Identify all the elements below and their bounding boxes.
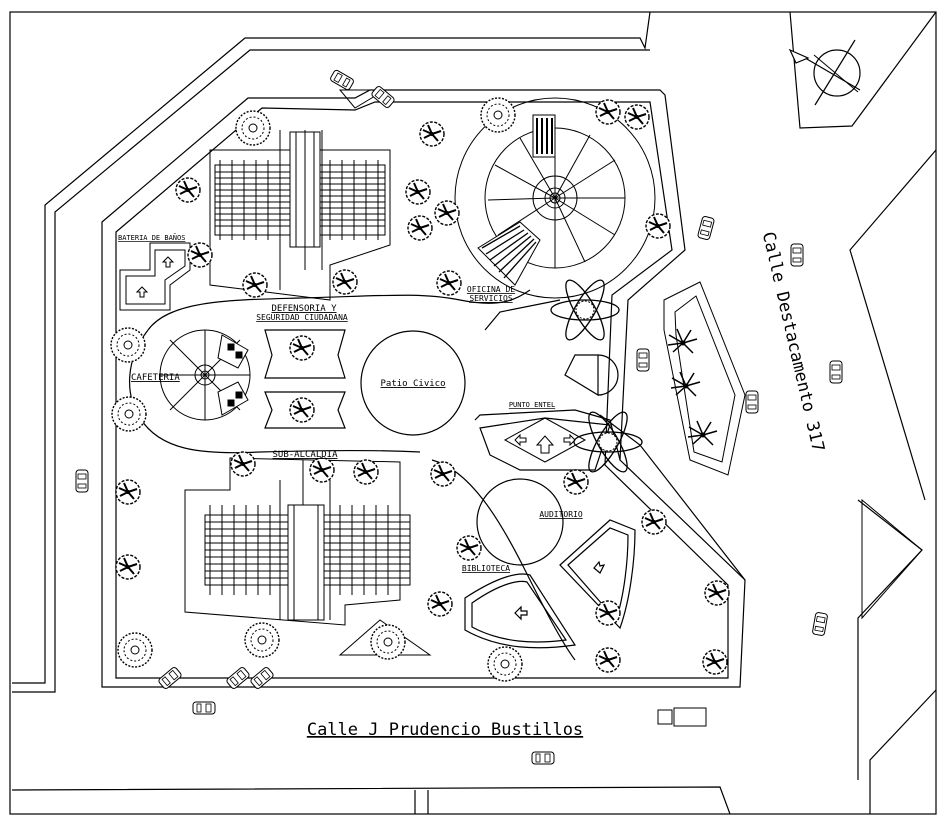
palm-icon (667, 328, 698, 354)
biblioteca-label: BIBLIOTECA (462, 564, 510, 573)
car-icon (249, 665, 275, 691)
car-icon (157, 665, 183, 691)
tree-icon (645, 213, 671, 239)
tree-icon (595, 647, 621, 673)
auditorio-label: AUDITORIO (539, 510, 583, 519)
bateria-banos-label: BATERIA DE BAÑOS (118, 233, 185, 242)
tree-icons (110, 97, 730, 682)
punto-entel (503, 417, 587, 463)
sub-alcaldia-building (184, 457, 411, 626)
tree-icon (289, 397, 315, 423)
car-icon (225, 665, 251, 691)
car-icon (328, 68, 356, 92)
defensoria-label-line2: SEGURIDAD CIUDADANA (256, 313, 348, 322)
tree-icon (405, 179, 431, 205)
tree-icon (244, 622, 280, 658)
oficina-label-line1: OFICINA DE (467, 285, 515, 294)
tree-icon (115, 479, 141, 505)
street-south-label: Calle J Prudencio Bustillos (307, 720, 583, 740)
tree-icon (110, 327, 146, 363)
car-icon (696, 215, 716, 241)
tree-icon (115, 554, 141, 580)
tree-icon (332, 269, 358, 295)
oficina-label-line2: SERVICIOS (469, 294, 513, 303)
palm-icon (670, 371, 701, 397)
defensoria-label-line1: DEFENSORIA Y (271, 304, 337, 314)
tree-icon (353, 459, 379, 485)
defensoria-building (209, 130, 391, 301)
truck-icon (657, 707, 707, 727)
tree-icon (187, 242, 213, 268)
tree-icon (595, 600, 621, 626)
sub-alcaldia-label: SUB-ALCALDIA (272, 450, 338, 460)
street-edges (11, 11, 937, 815)
north-arrow-icon (788, 39, 861, 106)
car-icon (370, 84, 396, 110)
tree-icon (289, 335, 315, 361)
car-icon (192, 701, 216, 715)
tree-icon (242, 272, 268, 298)
tree-icon (427, 591, 453, 617)
patio-civico (264, 329, 619, 436)
tree-icon (434, 200, 460, 226)
car-icon (790, 243, 804, 267)
tree-icon (480, 97, 516, 133)
tree-icon (419, 121, 445, 147)
car-icon (829, 360, 843, 384)
tree-icon (487, 646, 523, 682)
patio-civico-label: Patio Civico (380, 379, 445, 389)
tree-icon (436, 270, 462, 296)
oficina-servicios-building (454, 97, 656, 299)
car-icon (531, 751, 555, 765)
tree-icon (573, 406, 643, 478)
tree-icon (456, 535, 482, 561)
tree-icon (111, 396, 147, 432)
tree-icon (641, 509, 667, 535)
cafeteria-building (159, 329, 251, 421)
tree-icon (117, 632, 153, 668)
tree-icon (309, 457, 335, 483)
tree-icon (230, 451, 256, 477)
cafeteria-label: CAFETERIA (131, 373, 180, 383)
punto-entel-label: PUNTO ENTEL (509, 401, 555, 409)
tree-icon (407, 215, 433, 241)
auditorio-biblioteca (464, 478, 636, 649)
site-boundary (101, 89, 746, 688)
tree-icon (595, 99, 621, 125)
car-icon (811, 611, 829, 637)
tree-icon (624, 104, 650, 130)
bateria-banos-building (119, 242, 191, 311)
tree-icon (702, 649, 728, 675)
tree-icon (370, 624, 406, 660)
tree-icon (704, 580, 730, 606)
tree-icon (235, 110, 271, 146)
car-icon (745, 390, 759, 414)
car-icon (75, 469, 89, 493)
tree-icon (175, 177, 201, 203)
tree-icon (563, 469, 589, 495)
car-icon (636, 348, 650, 372)
tree-icon (550, 274, 620, 346)
tree-icon (430, 461, 456, 487)
pathways (128, 289, 746, 661)
